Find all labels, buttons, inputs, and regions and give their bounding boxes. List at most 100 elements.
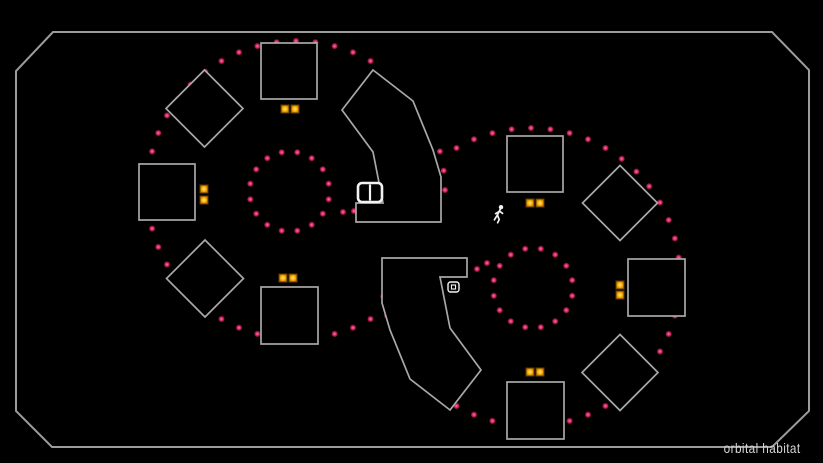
mine-dot	[235, 324, 243, 332]
mine-dot	[453, 144, 460, 152]
mine-dot	[584, 411, 592, 419]
mine-dot	[154, 129, 162, 137]
mine-dot	[490, 276, 498, 284]
mine-dot	[325, 195, 333, 203]
mine-dot	[441, 186, 449, 194]
mine-dot	[254, 330, 261, 338]
mine-dot	[551, 317, 559, 325]
mine-dot	[339, 208, 347, 216]
mine-dot	[490, 292, 498, 300]
wall-shape	[381, 257, 483, 412]
mine-dot	[252, 165, 260, 173]
mine-dot	[618, 155, 626, 163]
tile-diamond	[165, 238, 245, 319]
mine-dot	[263, 154, 271, 162]
mine-dot	[235, 48, 243, 56]
mine-dot	[547, 125, 554, 133]
mine-dot	[319, 165, 327, 173]
mine-dot	[656, 199, 664, 206]
mine-dot	[148, 225, 156, 233]
tile-diamond	[580, 333, 660, 412]
mine-dot	[252, 210, 260, 218]
mine-dot	[293, 148, 301, 156]
gold-piece	[288, 273, 298, 283]
mine-dot	[671, 235, 679, 242]
mine-dot	[367, 315, 374, 323]
mine-dot	[496, 306, 504, 314]
mine-dot	[562, 306, 570, 314]
mine-dot	[246, 195, 254, 203]
gold-piece	[615, 290, 625, 300]
mine-dot	[537, 245, 545, 253]
mine-dot	[633, 168, 640, 176]
mine-dot	[331, 330, 338, 338]
mine-dot	[656, 348, 664, 355]
gold-piece	[199, 184, 209, 194]
door-switch-dot	[450, 284, 457, 290]
tile-square	[506, 381, 565, 440]
tile-square	[627, 258, 686, 317]
mine-dot	[319, 210, 327, 218]
mine-dot	[325, 180, 333, 188]
mine-dot	[507, 317, 515, 325]
gold-piece	[199, 195, 209, 205]
mine-dot	[308, 154, 316, 162]
mine-dot	[218, 57, 225, 65]
mine-dot	[537, 323, 545, 331]
mine-dot	[568, 276, 576, 284]
mine-dot	[367, 57, 374, 65]
mine-dot	[148, 148, 156, 155]
mine-dot	[521, 323, 529, 331]
gold-piece	[278, 273, 288, 283]
mine-dot	[521, 245, 529, 253]
mine-dot	[293, 227, 301, 235]
mine-dot	[440, 167, 448, 175]
mine-dot	[218, 315, 225, 323]
ninja-player	[493, 205, 504, 224]
mine-dot	[489, 417, 496, 425]
mine-dot	[263, 221, 271, 229]
level-border	[15, 31, 810, 448]
gold-piece	[525, 198, 535, 208]
mine-dot	[496, 262, 504, 270]
gold-piece	[535, 198, 545, 208]
mine-dot	[308, 221, 316, 229]
mine-dot	[568, 292, 576, 300]
mine-dot	[665, 216, 673, 224]
tile-diamond	[581, 164, 659, 242]
gold-piece	[615, 280, 625, 290]
gold-piece	[535, 367, 545, 377]
mine-dot	[551, 251, 559, 259]
level-title: orbital habitat	[724, 440, 801, 456]
mine-dot	[163, 261, 171, 268]
tile-diamond	[164, 68, 245, 149]
mine-dot	[470, 411, 478, 419]
mine-dot	[602, 144, 609, 152]
mine-dot	[562, 262, 570, 270]
mine-dot	[489, 129, 496, 137]
tile-square	[260, 286, 319, 345]
tile-square	[138, 163, 196, 221]
mine-dot	[254, 42, 261, 50]
mine-dot	[566, 417, 573, 425]
wall-shape	[340, 68, 442, 223]
mine-dot	[527, 124, 535, 132]
mine-dot	[163, 112, 171, 119]
mine-dot	[602, 402, 609, 410]
mine-dot	[154, 243, 162, 251]
mine-dot	[473, 265, 481, 273]
mine-dot	[278, 148, 286, 156]
mine-dot	[436, 148, 444, 155]
gold-piece	[525, 367, 535, 377]
mine-dot	[507, 251, 515, 259]
mine-dot	[508, 125, 515, 133]
mine-dot	[278, 227, 286, 235]
mine-dot	[470, 135, 478, 143]
mine-dot	[331, 42, 338, 50]
mine-dot	[645, 182, 653, 190]
gold-piece	[280, 104, 290, 114]
mine-dot	[566, 129, 573, 137]
tile-square	[506, 135, 564, 193]
